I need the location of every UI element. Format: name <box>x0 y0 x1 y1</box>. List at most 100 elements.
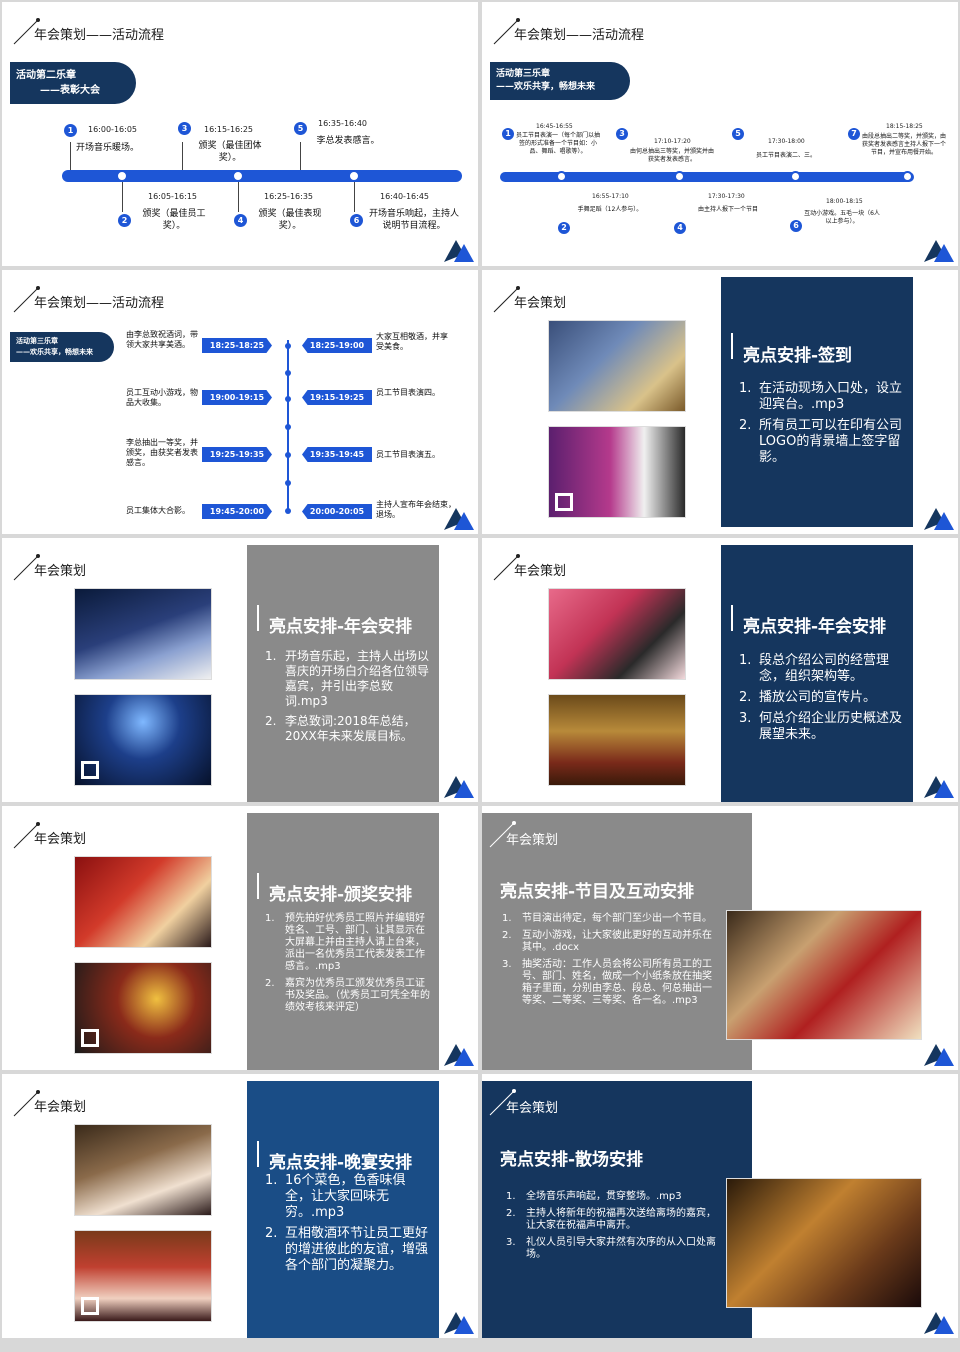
list-item: 3.何总介绍企业历史概述及展望未来。 <box>739 711 903 742</box>
highlight-panel: 亮点安排-签到 1.在活动现场入口处，设立迎宾台。.mp3 2.所有员工可以在印… <box>721 277 913 527</box>
mountain-logo-icon <box>444 240 474 262</box>
title-deco-icon <box>489 821 516 848</box>
step-number: 5 <box>294 122 307 135</box>
list-item: 2.嘉宾为优秀员工颁发优秀员工证书及奖品。（优秀员工可凭全年的绩效考核来评定） <box>265 978 430 1013</box>
slide-7[interactable]: 年会策划 亮点安排-颁奖安排 1.预先拍好优秀员工照片并编辑好姓名、工号、部门、… <box>2 806 478 1070</box>
highlight-panel: 亮点安排-年会安排 1.开场音乐起，主持人出场以喜庆的开场白介绍各位领导嘉宾，并… <box>247 545 439 802</box>
title-deco-icon <box>13 1090 40 1117</box>
slide-title: 年会策划——活动流程 <box>514 28 645 43</box>
mountain-logo-icon <box>444 1044 474 1066</box>
event-photo <box>74 588 212 680</box>
list-item: 2.播放公司的宣传片。 <box>739 690 877 705</box>
panel-list: 1.开场音乐起，主持人出场以喜庆的开场白介绍各位领导嘉宾，并引出李总致词.mp3… <box>265 649 431 749</box>
list-item: 1.在活动现场入口处，设立迎宾台。.mp3 <box>739 381 903 412</box>
step-desc: 颁奖（最佳员工奖）。 <box>142 209 206 231</box>
slide-9[interactable]: 年会策划 亮点安排-晚宴安排 1.16个菜色，色香味俱全，让大家回味无穷。.mp… <box>2 1074 478 1338</box>
event-photo <box>726 910 922 1040</box>
slide-10[interactable]: 年会策划 亮点安排-散场安排 1.全场音乐声响起，贯穿整场。.mp3 2.主持人… <box>482 1074 958 1338</box>
step-desc: 李总发表感言。 <box>316 136 380 146</box>
title-deco-icon <box>493 286 520 313</box>
slide-1[interactable]: 年会策划——活动流程 活动第二乐章 ——表彰大会 1 16:00-16:05 开… <box>2 2 478 266</box>
mountain-logo-icon <box>924 776 954 798</box>
event-photo <box>74 856 212 948</box>
panel-title: 亮点安排-节目及互动安排 <box>500 882 695 902</box>
slide-3[interactable]: 年会策划——活动流程 活动第三乐章 ——欢乐共享，畅想未来 18:25-18:2… <box>2 270 478 534</box>
event-photo <box>548 426 686 518</box>
panel-list: 1.预先拍好优秀员工照片并编辑好姓名、工号、部门、让其显示在大屏幕上并由主持人请… <box>265 913 431 1019</box>
panel-list: 1.节目演出待定，每个部门至少出一个节目。 2.互动小游戏，让大家彼此更好的互动… <box>502 913 712 1012</box>
step-number: 6 <box>350 214 363 227</box>
slide-title: 年会策划 <box>506 833 559 848</box>
title-deco-icon <box>13 822 40 849</box>
step-time: 16:05-16:15 <box>148 192 197 201</box>
panel-title: 亮点安排-年会安排 <box>743 617 887 637</box>
list-item: 1.预先拍好优秀员工照片并编辑好姓名、工号、部门、让其显示在大屏幕上并由主持人请… <box>265 913 425 972</box>
slide-2[interactable]: 年会策划——活动流程 活动第三乐章 ——欢乐共享，畅想未来 1 16:45-16… <box>482 2 958 266</box>
panel-list: 1.全场音乐声响起，贯穿整场。.mp3 2.主持人将新年的祝福再次送给离场的嘉宾… <box>506 1191 716 1266</box>
timeline-bar <box>62 170 462 182</box>
list-item: 1.节目演出待定，每个部门至少出一个节目。 <box>502 913 712 924</box>
panel-list: 1.16个菜色，色香味俱全，让大家回味无穷。.mp3 2.互相敬酒环节让员工更好… <box>265 1173 431 1279</box>
timeline-bar <box>500 172 914 182</box>
highlight-panel: 年会策划 亮点安排-节目及互动安排 1.节目演出待定，每个部门至少出一个节目。 … <box>482 813 752 1070</box>
event-photo <box>74 1124 212 1216</box>
timeline-node <box>116 170 128 182</box>
list-item: 2.主持人将新年的祝福再次送给离场的嘉宾，让大家在祝福声中离开。 <box>506 1208 716 1231</box>
event-photo <box>74 962 212 1054</box>
title-deco-icon <box>13 286 40 313</box>
highlight-panel: 亮点安排-年会安排 1.段总介绍公司的经营理念，组织架构等。 2.播放公司的宣传… <box>721 545 913 802</box>
panel-title: 亮点安排-颁奖安排 <box>269 885 413 905</box>
slide-title: 年会策划 <box>34 564 87 579</box>
list-item: 1.开场音乐起，主持人出场以喜庆的开场白介绍各位领导嘉宾，并引出李总致词.mp3 <box>265 649 430 708</box>
step-time: 16:00-16:05 <box>88 125 137 134</box>
step-number: 3 <box>178 122 191 135</box>
step-number: 1 <box>64 124 77 137</box>
title-deco-icon <box>489 1089 516 1116</box>
panel-title: 亮点安排-签到 <box>743 346 853 366</box>
mountain-logo-icon <box>924 1044 954 1066</box>
event-photo <box>74 694 212 786</box>
list-item: 2.互相敬酒环节让员工更好的增进彼此的友谊，增强各个部门的凝聚力。 <box>265 1226 429 1273</box>
mountain-logo-icon <box>924 1312 954 1334</box>
list-item: 3.礼仪人员引导大家井然有次序的从入口处离场。 <box>506 1237 716 1260</box>
list-item: 2.李总致词:2018年总结，20XX年未来发展目标。 <box>265 714 416 743</box>
slide-title: 年会策划 <box>514 296 567 311</box>
event-photo <box>726 1178 922 1308</box>
title-deco-icon <box>493 18 520 45</box>
highlight-panel: 亮点安排-晚宴安排 1.16个菜色，色香味俱全，让大家回味无穷。.mp3 2.互… <box>247 1081 439 1338</box>
highlight-panel: 年会策划 亮点安排-散场安排 1.全场音乐声响起，贯穿整场。.mp3 2.主持人… <box>482 1081 752 1338</box>
step-time: 16:25-16:35 <box>264 192 313 201</box>
timeline-node <box>232 170 244 182</box>
panel-list: 1.在活动现场入口处，设立迎宾台。.mp3 2.所有员工可以在印有公司LOGO的… <box>739 381 905 471</box>
slide-8[interactable]: 年会策划 亮点安排-节目及互动安排 1.节目演出待定，每个部门至少出一个节目。 … <box>482 806 958 1070</box>
slide-6[interactable]: 年会策划 亮点安排-年会安排 1.段总介绍公司的经营理念，组织架构等。 2.播放… <box>482 538 958 802</box>
slide-title: 年会策划 <box>34 832 87 847</box>
mountain-logo-icon <box>444 776 474 798</box>
panel-title: 亮点安排-年会安排 <box>269 617 413 637</box>
list-item: 1.全场音乐声响起，贯穿整场。.mp3 <box>506 1191 682 1202</box>
slide-title: 年会策划 <box>514 564 567 579</box>
panel-title: 亮点安排-散场安排 <box>500 1150 644 1170</box>
title-deco-icon <box>493 554 520 581</box>
step-number: 2 <box>118 214 131 227</box>
slide-5[interactable]: 年会策划 亮点安排-年会安排 1.开场音乐起，主持人出场以喜庆的开场白介绍各位领… <box>2 538 478 802</box>
timeline-node <box>348 170 360 182</box>
step-desc: 开场音乐响起，主持人说明节目流程。 <box>368 209 459 231</box>
slide-title: 年会策划——活动流程 <box>34 28 165 43</box>
list-item: 2.互动小游戏，让大家彼此更好的互动并乐在其中。.docx <box>502 930 712 953</box>
panel-list: 1.段总介绍公司的经营理念，组织架构等。 2.播放公司的宣传片。 3.何总介绍企… <box>739 653 905 748</box>
step-time: 16:15-16:25 <box>204 125 253 134</box>
chapter-label: 活动第二乐章 ——表彰大会 <box>10 62 136 104</box>
mountain-logo-icon <box>444 508 474 530</box>
step-desc: 颁奖（最佳表现奖）。 <box>258 209 322 231</box>
list-item: 3.抽奖活动：工作人员会将公司所有员工的工号、部门、姓名，做成一个小纸条放在抽奖… <box>502 959 712 1006</box>
mountain-logo-icon <box>924 508 954 530</box>
slide-title: 年会策划——活动流程 <box>34 296 165 311</box>
step-desc: 颁奖（最佳团体奖）。 <box>198 141 262 163</box>
slide-4[interactable]: 年会策划 亮点安排-签到 1.在活动现场入口处，设立迎宾台。.mp3 2.所有员… <box>482 270 958 534</box>
mountain-logo-icon <box>444 1312 474 1334</box>
slide-title: 年会策划 <box>34 1100 87 1115</box>
event-photo <box>548 694 686 786</box>
chapter-label: 活动第三乐章 ——欢乐共享，畅想未来 <box>490 62 630 100</box>
